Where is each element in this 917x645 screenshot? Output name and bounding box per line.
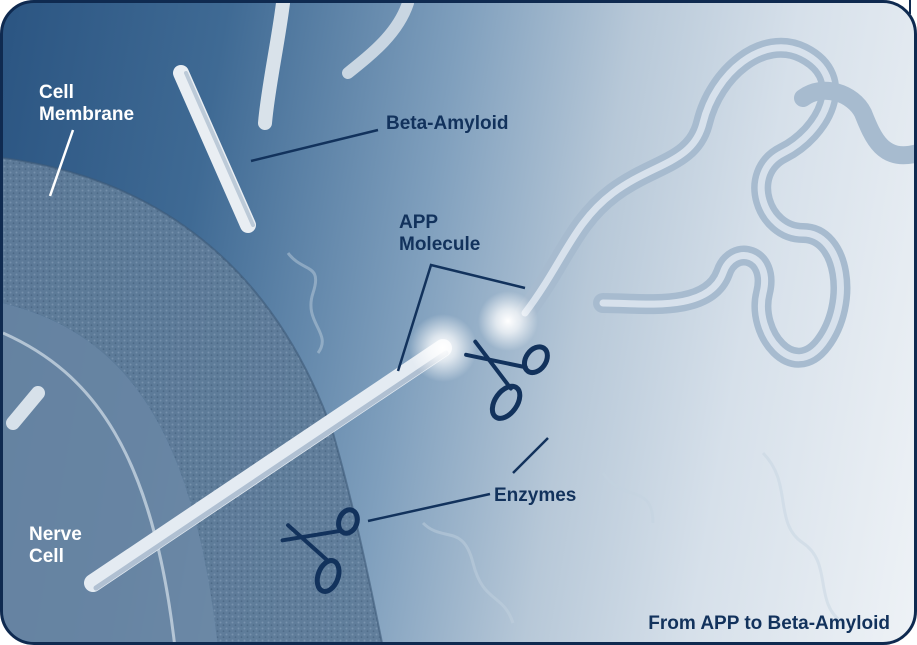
beta-amyloid-label: Beta-Amyloid: [386, 113, 508, 135]
cell-membrane-label: Cell Membrane: [39, 82, 134, 126]
diagram-illustration: [3, 3, 917, 645]
nerve-cell-label: Nerve Cell: [29, 524, 82, 568]
nerve-cell-label-line2: Cell: [29, 546, 82, 568]
app-molecule-label: APP Molecule: [399, 212, 480, 256]
nerve-cell-label-line1: Nerve: [29, 524, 82, 546]
corner-tick: [909, 0, 911, 14]
app-molecule-label-line2: Molecule: [399, 234, 480, 256]
diagram-caption: From APP to Beta-Amyloid: [648, 613, 890, 635]
app-molecule-label-line1: APP: [399, 212, 480, 234]
cell-membrane-label-line1: Cell: [39, 82, 134, 104]
cell-membrane-label-line2: Membrane: [39, 104, 134, 126]
enzymes-label: Enzymes: [494, 485, 576, 507]
amyloid-strand: [525, 48, 840, 358]
